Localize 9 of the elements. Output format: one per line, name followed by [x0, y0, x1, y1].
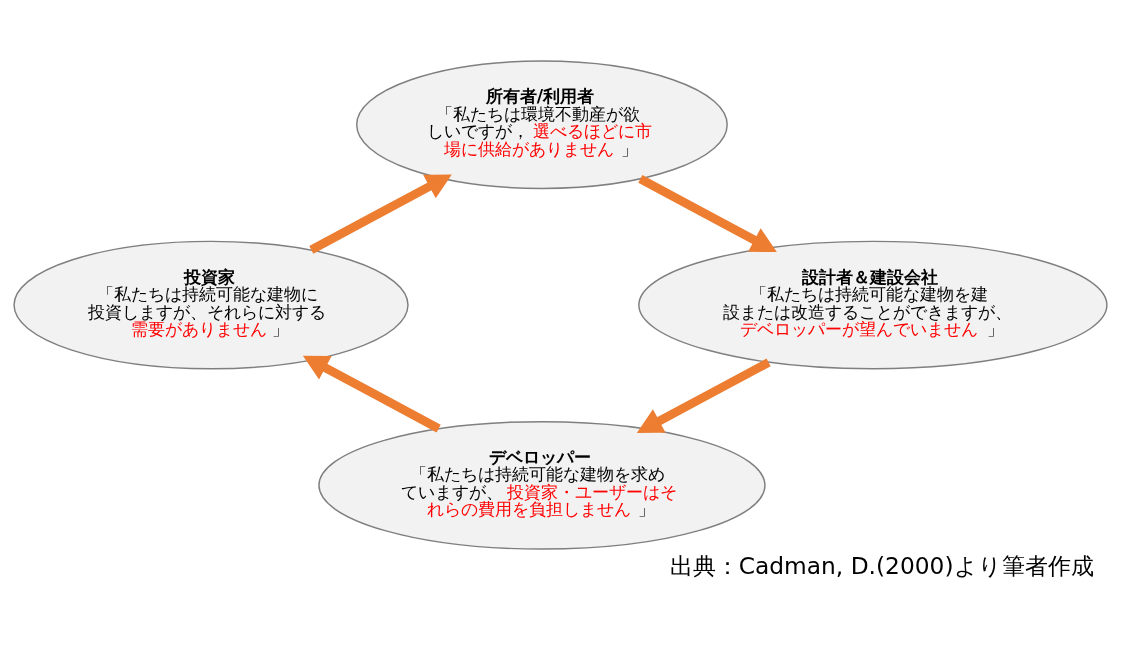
caption: 出典：Cadman, D.(2000)より筆者作成 — [669, 551, 1094, 579]
node-ellipse: 設計者＆建設会社 「私たちは持続可能な建物を建設または改造することができますが、デベロッパーが望んでいません」 — [638, 240, 1108, 370]
arrow — [309, 174, 452, 254]
arrow — [638, 175, 777, 253]
node-ellipse: 投資家 「私たちは持続可能な建物に投資しますが、それらに対する需要がありません」 — [13, 240, 409, 370]
node-ellipse: 所有者/利用者 「私たちは環境不動産が欲しいですが，選べるほどに市場に供給がありません」 — [356, 60, 728, 190]
arrow — [302, 355, 441, 433]
node-ellipse: デベロッパー 「私たちは持続可能な建物を求めていますが、投資家・ユーザーはそれらの費用を負担しません」 — [318, 420, 766, 550]
arrow — [636, 358, 771, 434]
